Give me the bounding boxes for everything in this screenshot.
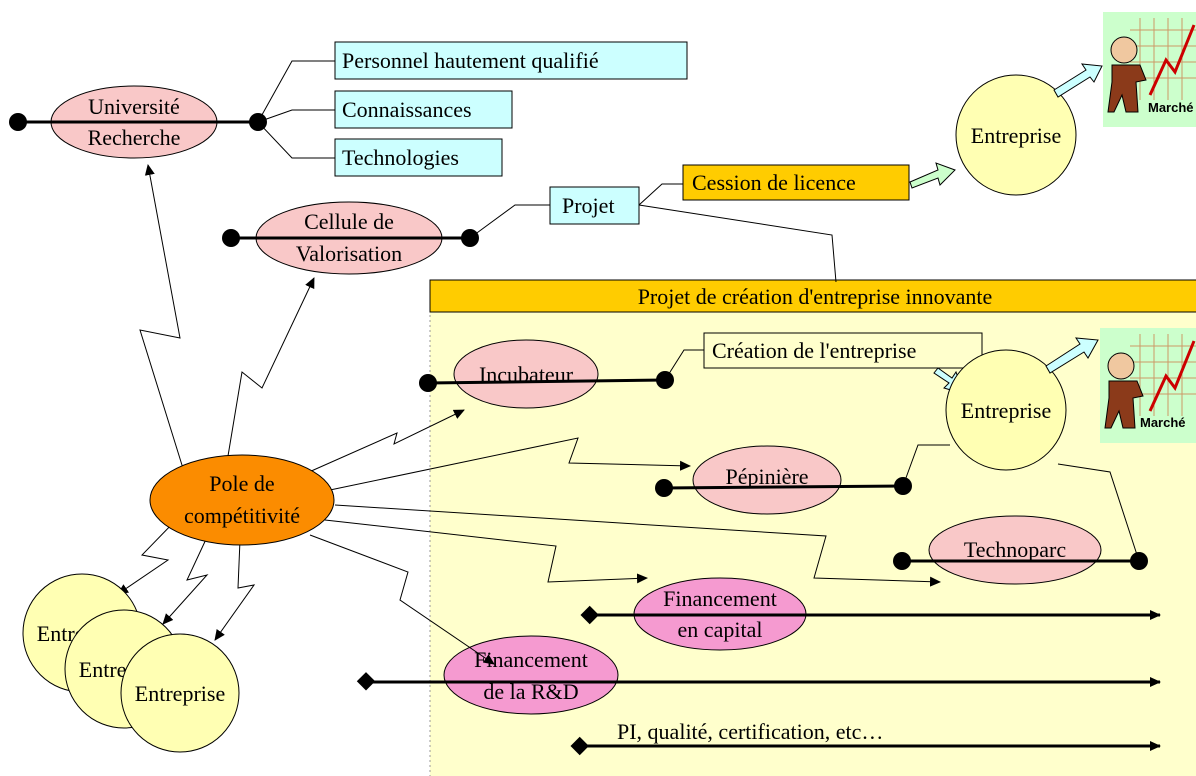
pole-node[interactable]: Pole de compétitivité [149, 454, 335, 546]
market-chart-icon-mid: Marché [1100, 328, 1196, 443]
pi-label: PI, qualité, certification, etc… [617, 719, 883, 744]
cession-box: Cession de licence [682, 164, 910, 201]
entreprise-bl3-node[interactable]: Entreprise [120, 633, 240, 753]
market-chart-icon-top: Marché [1103, 12, 1196, 127]
marche-mid-label: Marché [1140, 415, 1186, 430]
cession-label: Cession de licence [692, 170, 856, 195]
personnel-box: Personnel hautement qualifié [334, 41, 688, 80]
entreprise-top-label: Entreprise [971, 123, 1061, 148]
entreprise-bl3-label: Entreprise [135, 681, 225, 706]
technoparc-label: Technoparc [964, 537, 1067, 562]
entreprise-mid-node[interactable]: Entreprise [945, 349, 1067, 471]
technoparc-node[interactable]: Technoparc [928, 515, 1102, 585]
universite-label-2: Recherche [88, 125, 181, 150]
personnel-label: Personnel hautement qualifié [342, 48, 599, 73]
zone-title: Projet de création d'entreprise innovant… [638, 284, 993, 309]
projet-box: Projet [549, 186, 640, 225]
entreprise-mid-label: Entreprise [961, 398, 1051, 423]
technologies-box: Technologies [334, 138, 503, 177]
financement-rd-label-1: Financement [474, 647, 588, 672]
cellule-label-1: Cellule de [304, 209, 394, 234]
technologies-label: Technologies [342, 145, 459, 170]
entreprise-top-node[interactable]: Entreprise [955, 74, 1077, 196]
creation-label: Création de l'entreprise [712, 338, 916, 363]
financement-capital-label-1: Financement [663, 586, 777, 611]
pole-label-2: compétitivité [184, 503, 300, 528]
universite-label-1: Université [88, 94, 180, 119]
marche-top-label: Marché [1148, 100, 1194, 115]
pepiniere-label: Pépinière [725, 464, 808, 489]
connaissances-box: Connaissances [334, 90, 513, 129]
financement-capital-label-2: en capital [678, 617, 763, 642]
pole-links [117, 164, 941, 665]
connaissances-label: Connaissances [342, 97, 472, 122]
pole-label-1: Pole de [209, 471, 274, 496]
creation-box: Création de l'entreprise [703, 332, 983, 369]
pepiniere-node[interactable]: Pépinière [692, 445, 842, 515]
projet-label: Projet [562, 193, 615, 218]
cellule-label-2: Valorisation [296, 241, 402, 266]
incubateur-node[interactable]: Incubateur [453, 339, 599, 409]
